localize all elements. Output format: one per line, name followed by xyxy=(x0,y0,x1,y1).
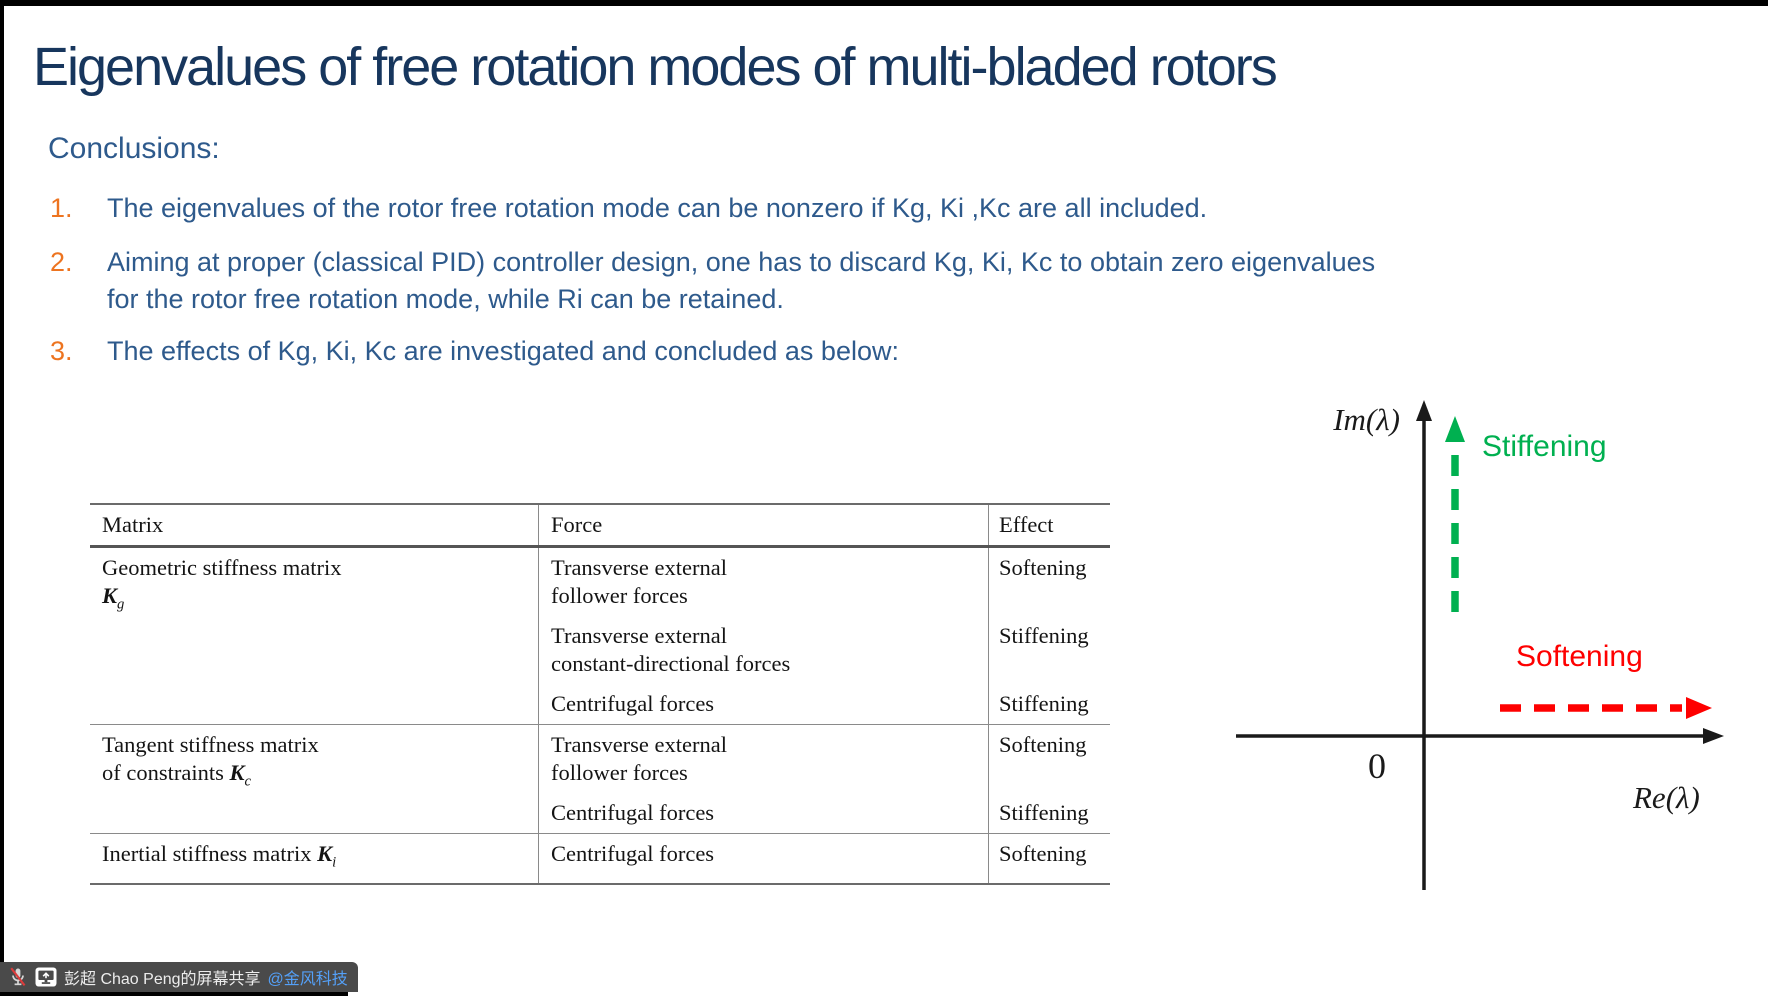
origin-label: 0 xyxy=(1368,746,1386,786)
screen-frame-left-edge xyxy=(0,0,4,996)
table-group-row: Inertial stiffness matrix Ki Centrifugal … xyxy=(90,834,1110,885)
matrix-symbol: Ki xyxy=(317,841,337,871)
screen-frame-top-edge xyxy=(0,0,1768,6)
softening-label: Softening xyxy=(1516,640,1643,673)
list-number: 3. xyxy=(50,336,73,366)
conclusion-item-3: 3. The effects of Kg, Ki, Kc are investi… xyxy=(50,333,899,370)
presenter-share-text: 彭超 Chao Peng的屏幕共享 xyxy=(64,971,261,988)
force-cell: Centrifugal forces xyxy=(538,793,989,833)
effect-cell: Softening xyxy=(999,732,1087,757)
effect-cell: Softening xyxy=(999,841,1087,866)
table-header-effect: Effect xyxy=(999,512,1054,537)
effect-cell: Softening xyxy=(999,555,1087,580)
eigenvalue-plane-diagram: Im(λ) Re(λ) 0 Stiffening Softening xyxy=(1236,400,1724,890)
conclusion-item-1: 1. The eigenvalues of the rotor free rot… xyxy=(50,190,1207,227)
matrix-symbol: Kc xyxy=(229,760,251,790)
matrix-cell: Inertial stiffness matrix Ki xyxy=(102,841,337,871)
conclusion-item-2: 2. Aiming at proper (classical PID) cont… xyxy=(50,244,1379,318)
screen-share-bar: 彭超 Chao Peng的屏幕共享 @金风科技 xyxy=(0,962,358,992)
mention-link[interactable]: @金风科技 xyxy=(267,971,348,988)
microphone-muted-icon xyxy=(10,967,26,987)
list-text: The eigenvalues of the rotor free rotati… xyxy=(107,193,1208,223)
stiffening-label: Stiffening xyxy=(1482,430,1607,463)
y-axis-arrowhead-icon xyxy=(1416,400,1432,421)
effect-cell: Stiffening xyxy=(999,691,1089,716)
effect-cell: Stiffening xyxy=(999,800,1089,825)
list-number: 1. xyxy=(50,193,73,223)
table-header-matrix: Matrix xyxy=(102,512,164,537)
x-axis-arrowhead-icon xyxy=(1703,728,1724,744)
stiffening-arrowhead-icon xyxy=(1445,416,1465,442)
slide-title: Eigenvalues of free rotation modes of mu… xyxy=(33,37,1278,97)
screen-share-icon xyxy=(35,967,57,987)
effect-cell: Stiffening xyxy=(999,623,1089,648)
force-cell: Centrifugal forces xyxy=(538,684,989,724)
conclusions-heading: Conclusions: xyxy=(48,132,220,165)
list-number: 2. xyxy=(50,247,73,277)
x-axis-label: Re(λ) xyxy=(1632,780,1700,815)
screen-frame-bottom-edge xyxy=(0,992,348,996)
softening-arrowhead-icon xyxy=(1686,697,1712,719)
y-axis-label: Im(λ) xyxy=(1332,402,1400,437)
list-text: The effects of Kg, Ki, Kc are investigat… xyxy=(107,336,899,366)
force-cell: Centrifugal forces xyxy=(538,834,989,883)
list-text: Aiming at proper (classical PID) control… xyxy=(107,247,1376,314)
matrix-symbol: Kg xyxy=(102,583,125,613)
table-header-force: Force xyxy=(538,505,989,545)
